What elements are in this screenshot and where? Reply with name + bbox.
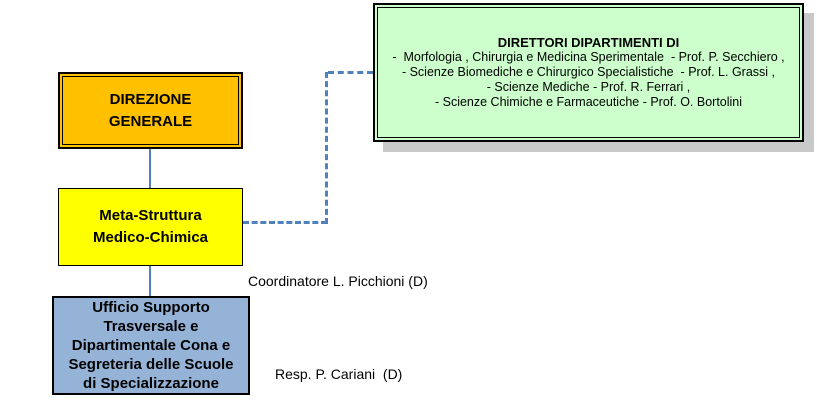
meta-struttura-label: Meta-Struttura Medico-Chimica [92, 207, 209, 246]
direttori-item-morfologia: - Morfologia , Chirurgia e Medicina Sper… [392, 50, 785, 64]
connector-dashed-direttori-horizontal [328, 71, 373, 74]
coordinatore-label: Coordinatore L. Picchioni (D) [248, 273, 428, 289]
connector-direzione-to-meta [149, 149, 151, 188]
node-direzione-inner-border: DIREZIONE GENERALE [62, 76, 239, 145]
node-direttori-inner-border: DIRETTORI DIPARTIMENTI DI - Morfologia ,… [377, 7, 800, 138]
node-direzione-generale: DIREZIONE GENERALE [58, 72, 243, 149]
node-ufficio-supporto: Ufficio Supporto Trasversale e Dipartime… [52, 296, 250, 395]
direttori-item-chimiche: - Scienze Chimiche e Farmaceutiche - Pro… [434, 95, 743, 109]
direttori-item-biomediche: - Scienze Biomediche e Chirurgico Specia… [401, 65, 776, 79]
direttori-title: DIRETTORI DIPARTIMENTI DI [497, 35, 680, 50]
connector-meta-to-ufficio [149, 266, 151, 296]
connector-dashed-meta-horizontal [243, 221, 327, 224]
connector-dashed-vertical [325, 72, 328, 224]
direttori-item-mediche: - Scienze Mediche - Prof. R. Ferrari , [486, 80, 691, 94]
node-meta-struttura: Meta-Struttura Medico-Chimica [58, 188, 243, 266]
node-direttori-dipartimenti: DIRETTORI DIPARTIMENTI DI - Morfologia ,… [373, 3, 804, 142]
ufficio-supporto-label: Ufficio Supporto Trasversale e Dipartime… [68, 299, 234, 392]
direzione-generale-label: DIREZIONE GENERALE [108, 90, 193, 130]
responsabile-label: Resp. P. Cariani (D) [275, 366, 403, 382]
